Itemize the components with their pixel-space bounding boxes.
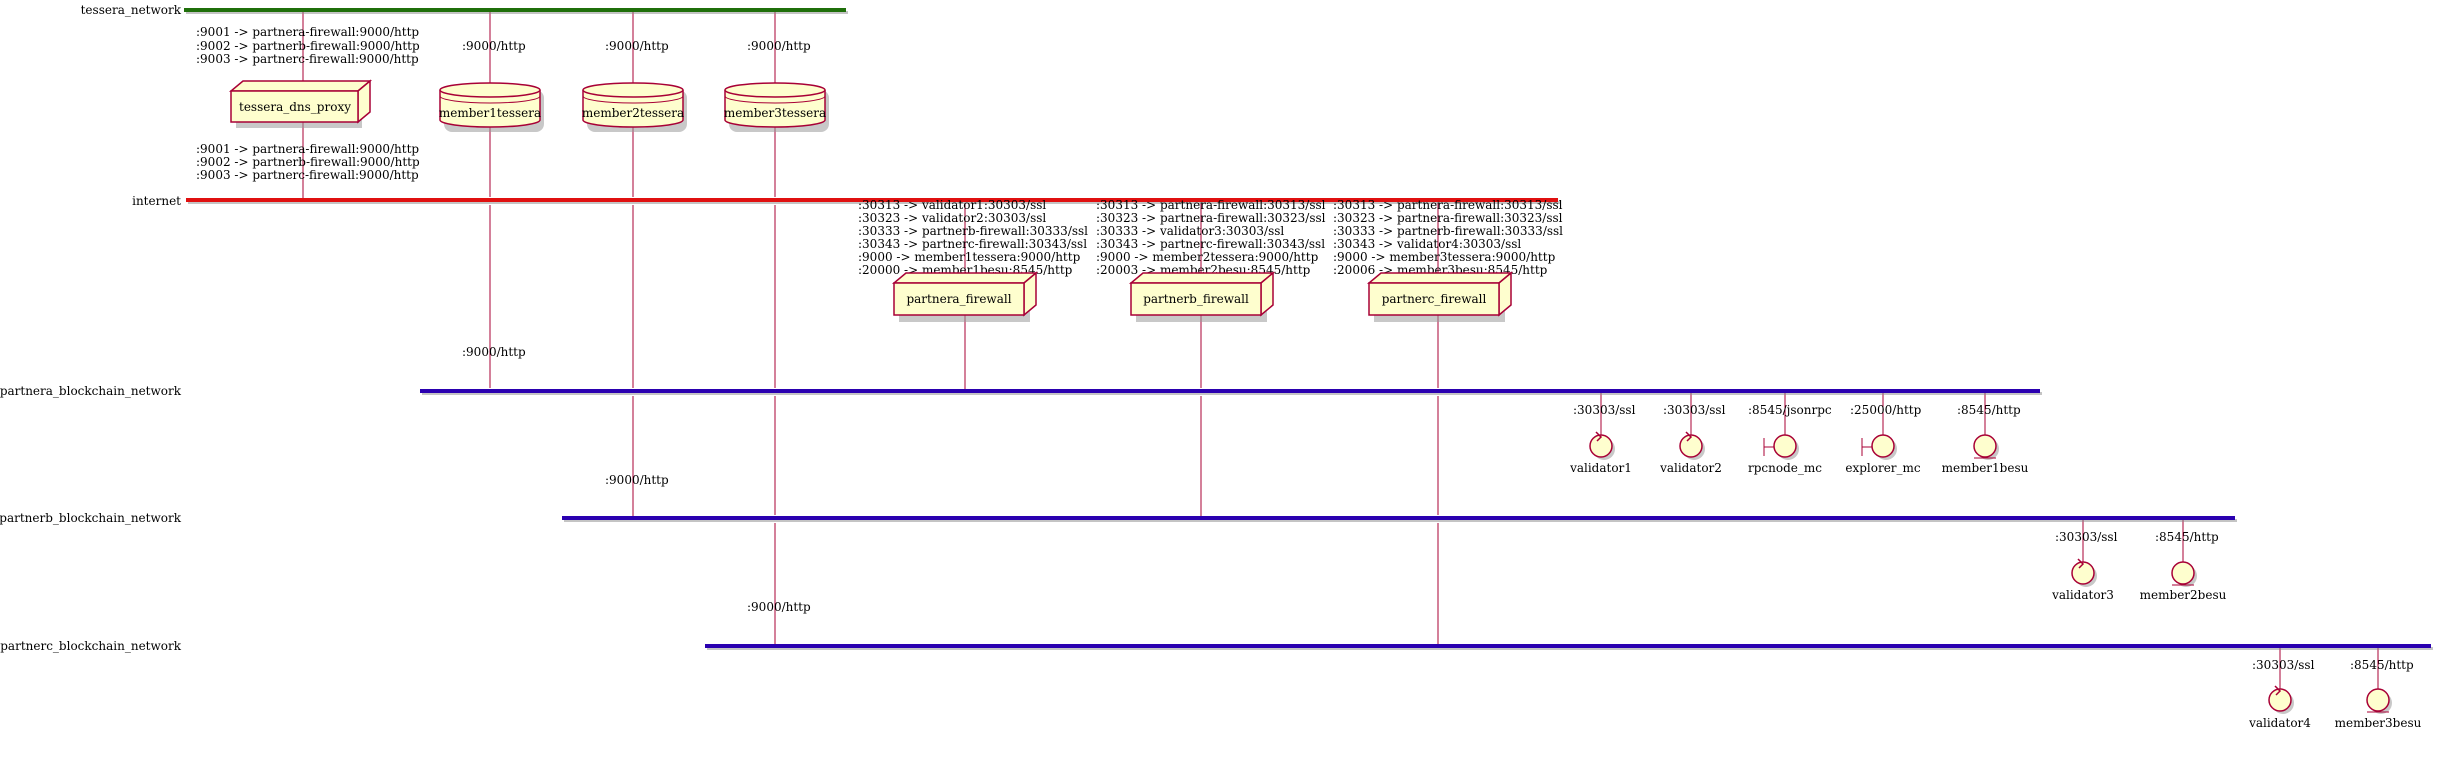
node-label-partnerc-firewall: partnerc_firewall	[1382, 292, 1487, 306]
node-tessera-dns-proxy[interactable]: tessera_dns_proxy	[228, 79, 373, 128]
internet-bar	[186, 198, 1558, 202]
network-label-tessera: tessera_network	[81, 3, 182, 17]
dns-proxy-top-label-1: :9001 -> partnera-firewall:9000/http	[196, 25, 419, 39]
network-label-partnerc: partnerc_blockchain_network	[0, 639, 181, 653]
node-member1besu[interactable]: member1besu	[1942, 434, 2029, 475]
rpcnode-mc-port-label: :8545/jsonrpc	[1748, 403, 1832, 417]
node-member3besu[interactable]: member3besu	[2335, 688, 2422, 730]
node-label-tessera-dns-proxy: tessera_dns_proxy	[239, 100, 351, 114]
control-icon	[1589, 434, 1613, 458]
entity-icon	[2171, 561, 2195, 585]
node-label-rpcnode-mc: rpcnode_mc	[1748, 461, 1822, 475]
node-label-validator3: validator3	[2051, 588, 2114, 602]
node-label-member3besu: member3besu	[2335, 716, 2422, 730]
network-bars	[184, 8, 2433, 650]
member2tessera-port-label: :9000/http	[605, 39, 669, 53]
node-partnerb-firewall[interactable]: partnerb_firewall	[1128, 271, 1276, 322]
node-partnerc-firewall[interactable]: partnerc_firewall	[1366, 271, 1514, 322]
member3tessera-port-label: :9000/http	[747, 39, 811, 53]
partnerc-firewall-rule-2: :30323 -> partnera-firewall:30323/ssl	[1333, 211, 1563, 225]
member1tessera-partnera-label: :9000/http	[462, 345, 526, 359]
entity-icon	[2366, 688, 2390, 712]
node-validator1[interactable]: validator1	[1569, 431, 1632, 475]
link-labels: :9001 -> partnera-firewall:9000/http :90…	[196, 25, 2414, 672]
node-member2tessera[interactable]: member2tessera	[582, 82, 687, 132]
validator2-port-label: :30303/ssl	[1663, 403, 1726, 417]
validator4-port-label: :30303/ssl	[2252, 658, 2315, 672]
node-label-member3tessera: member3tessera	[724, 106, 826, 120]
member1tessera-port-label: :9000/http	[462, 39, 526, 53]
network-label-internet: internet	[132, 194, 181, 208]
node-label-member1tessera: member1tessera	[439, 106, 541, 120]
member3tessera-partnerc-label: :9000/http	[747, 600, 811, 614]
validator1-port-label: :30303/ssl	[1573, 403, 1636, 417]
node-validator3[interactable]: validator3	[2051, 558, 2114, 602]
partnerc-firewall-rule-4: :30343 -> validator4:30303/ssl	[1333, 237, 1521, 251]
partnerb-firewall-rule-5: :9000 -> member2tessera:9000/http	[1096, 250, 1319, 264]
control-icon	[2268, 688, 2292, 712]
dns-proxy-top-label-2: :9002 -> partnerb-firewall:9000/http	[196, 39, 420, 53]
member2besu-port-label: :8545/http	[2155, 530, 2219, 544]
node-member1tessera[interactable]: member1tessera	[439, 82, 544, 132]
tessera-network-bar	[184, 8, 846, 12]
dns-proxy-bottom-label-1: :9001 -> partnera-firewall:9000/http	[196, 142, 419, 156]
validator3-port-label: :30303/ssl	[2055, 530, 2118, 544]
node-label-member2tessera: member2tessera	[582, 106, 684, 120]
partnerc-firewall-rule-5: :9000 -> member3tessera:9000/http	[1333, 250, 1556, 264]
partnerc-firewall-rule-1: :30313 -> partnera-firewall:30313/ssl	[1333, 198, 1563, 212]
partnerc-network-bar	[705, 644, 2431, 648]
partnera-firewall-rule-4: :30343 -> partnerc-firewall:30343/ssl	[858, 237, 1087, 251]
partnerb-network-bar	[562, 516, 2235, 520]
network-label-partnerb: partnerb_blockchain_network	[0, 511, 182, 525]
entity-icon	[1973, 434, 1997, 458]
partnera-firewall-rule-3: :30333 -> partnerb-firewall:30333/ssl	[858, 224, 1088, 238]
node-label-validator4: validator4	[2248, 716, 2311, 730]
node-label-validator1: validator1	[1569, 461, 1632, 475]
partnera-network-bar	[420, 389, 2040, 393]
node-label-member2besu: member2besu	[2140, 588, 2227, 602]
partnerb-firewall-rule-4: :30343 -> partnerc-firewall:30343/ssl	[1096, 237, 1325, 251]
partnerb-firewall-rule-1: :30313 -> partnera-firewall:30313/ssl	[1096, 198, 1326, 212]
node-explorer-mc[interactable]: explorer_mc	[1845, 434, 1921, 475]
node-label-partnerb-firewall: partnerb_firewall	[1143, 292, 1249, 306]
control-icon	[2071, 561, 2095, 585]
member2tessera-partnerb-label: :9000/http	[605, 473, 669, 487]
member3besu-port-label: :8545/http	[2350, 658, 2414, 672]
node-member2besu[interactable]: member2besu	[2140, 561, 2227, 602]
node-label-member1besu: member1besu	[1942, 461, 2029, 475]
dns-proxy-top-label-3: :9003 -> partnerc-firewall:9000/http	[196, 52, 419, 66]
partnera-firewall-rule-2: :30323 -> validator2:30303/ssl	[858, 211, 1046, 225]
node-label-validator2: validator2	[1659, 461, 1722, 475]
boundary-icon	[1871, 434, 1895, 458]
node-rpcnode-mc[interactable]: rpcnode_mc	[1748, 434, 1822, 475]
dns-proxy-bottom-label-3: :9003 -> partnerc-firewall:9000/http	[196, 168, 419, 182]
boundary-icon	[1773, 434, 1797, 458]
control-icon	[1679, 434, 1703, 458]
explorer-mc-port-label: :25000/http	[1850, 403, 1922, 417]
node-member3tessera[interactable]: member3tessera	[724, 82, 829, 132]
node-label-explorer-mc: explorer_mc	[1845, 461, 1921, 475]
network-label-partnera: partnera_blockchain_network	[0, 384, 182, 398]
partnera-firewall-rule-1: :30313 -> validator1:30303/ssl	[858, 198, 1046, 212]
dns-proxy-bottom-label-2: :9002 -> partnerb-firewall:9000/http	[196, 155, 420, 169]
partnerc-firewall-rule-3: :30333 -> partnerb-firewall:30333/ssl	[1333, 224, 1563, 238]
partnera-firewall-rule-5: :9000 -> member1tessera:9000/http	[858, 250, 1081, 264]
node-label-partnera-firewall: partnera_firewall	[906, 292, 1011, 306]
member1besu-port-label: :8545/http	[1957, 403, 2021, 417]
network-names: tessera_network internet partnera_blockc…	[0, 3, 182, 653]
node-validator2[interactable]: validator2	[1659, 431, 1722, 475]
partnerb-firewall-rule-2: :30323 -> partnera-firewall:30323/ssl	[1096, 211, 1326, 225]
node-validator4[interactable]: validator4	[2248, 685, 2311, 730]
partnerb-firewall-rule-3: :30333 -> validator3:30303/ssl	[1096, 224, 1284, 238]
node-partnera-firewall[interactable]: partnera_firewall	[891, 271, 1039, 322]
